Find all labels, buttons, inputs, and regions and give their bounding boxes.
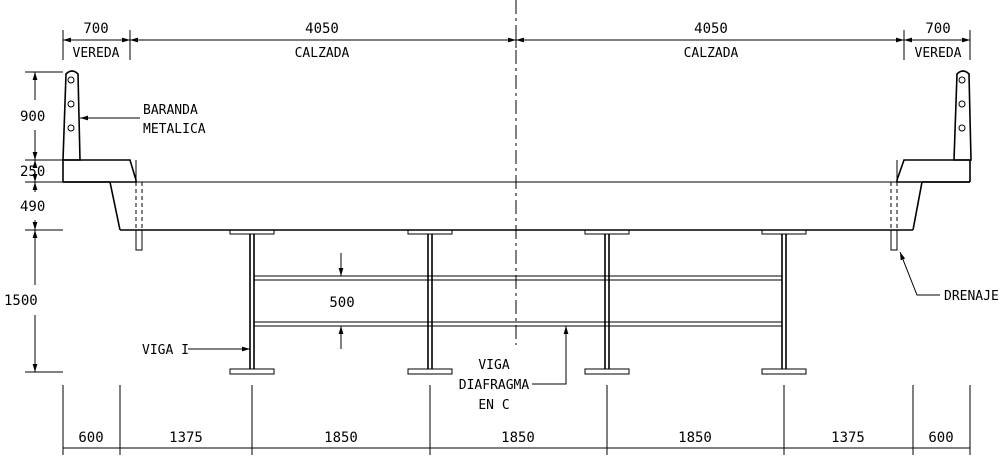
dim-left-900: 900 <box>20 109 45 125</box>
diaphragm-spacing-dimension: 500 <box>329 253 355 349</box>
drain-left <box>135 182 143 251</box>
dim-top-2-label: CALZADA <box>295 46 350 61</box>
callout-diafragma-line2: DIAFRAGMA <box>459 378 530 393</box>
drain-right <box>890 182 898 251</box>
girder-2 <box>407 229 453 375</box>
dim-top-1-value: 700 <box>83 21 108 37</box>
dim-diaphragm-500: 500 <box>329 295 354 311</box>
diaphragm-lower <box>254 321 782 327</box>
dim-top-4-label: VEREDA <box>915 46 962 61</box>
dim-top-1-label: VEREDA <box>73 46 120 61</box>
dim-bottom-4: 1850 <box>501 430 535 446</box>
callout-baranda: BARANDA METALICA <box>80 103 206 137</box>
girder-3 <box>584 229 630 375</box>
callout-drenaje: DRENAJE <box>899 251 999 304</box>
callout-drenaje-label: DRENAJE <box>944 289 999 304</box>
dim-bottom-3: 1850 <box>324 430 358 446</box>
top-dimension-chain: 700 VEREDA 4050 CALZADA 4050 CALZADA 700… <box>62 21 971 61</box>
dim-left-490: 490 <box>20 199 45 215</box>
girder-4 <box>761 229 807 375</box>
dim-bottom-6: 1375 <box>831 430 865 446</box>
dim-top-3-value: 4050 <box>694 21 728 37</box>
railing-right <box>953 70 972 161</box>
callout-diafragma-line1: VIGA <box>478 358 509 373</box>
dim-top-4-value: 700 <box>925 21 950 37</box>
dim-left-1500: 1500 <box>4 293 38 309</box>
diaphragm-upper <box>254 275 782 281</box>
callout-viga-i-label: VIGA I <box>142 343 189 358</box>
dim-bottom-1: 600 <box>78 430 103 446</box>
dim-bottom-7: 600 <box>928 430 953 446</box>
callout-baranda-line2: METALICA <box>143 122 206 137</box>
callout-viga-i: VIGA I <box>142 343 250 358</box>
dim-bottom-2: 1375 <box>169 430 203 446</box>
girder-1 <box>229 229 275 375</box>
dim-top-3-label: CALZADA <box>684 46 739 61</box>
dim-bottom-5: 1850 <box>678 430 712 446</box>
dim-top-2-value: 4050 <box>305 21 339 37</box>
callout-baranda-line1: BARANDA <box>143 103 198 118</box>
dim-left-250: 250 <box>20 164 45 180</box>
left-dimension-chain: 900 250 490 1500 <box>4 71 63 373</box>
bottom-dimension-chain: 600 1375 1850 1850 1850 1375 600 <box>62 385 971 455</box>
railing-left <box>62 70 81 161</box>
callout-diafragma-line3: EN C <box>478 398 509 413</box>
callout-diafragma: VIGA DIAFRAGMA EN C <box>459 326 569 413</box>
